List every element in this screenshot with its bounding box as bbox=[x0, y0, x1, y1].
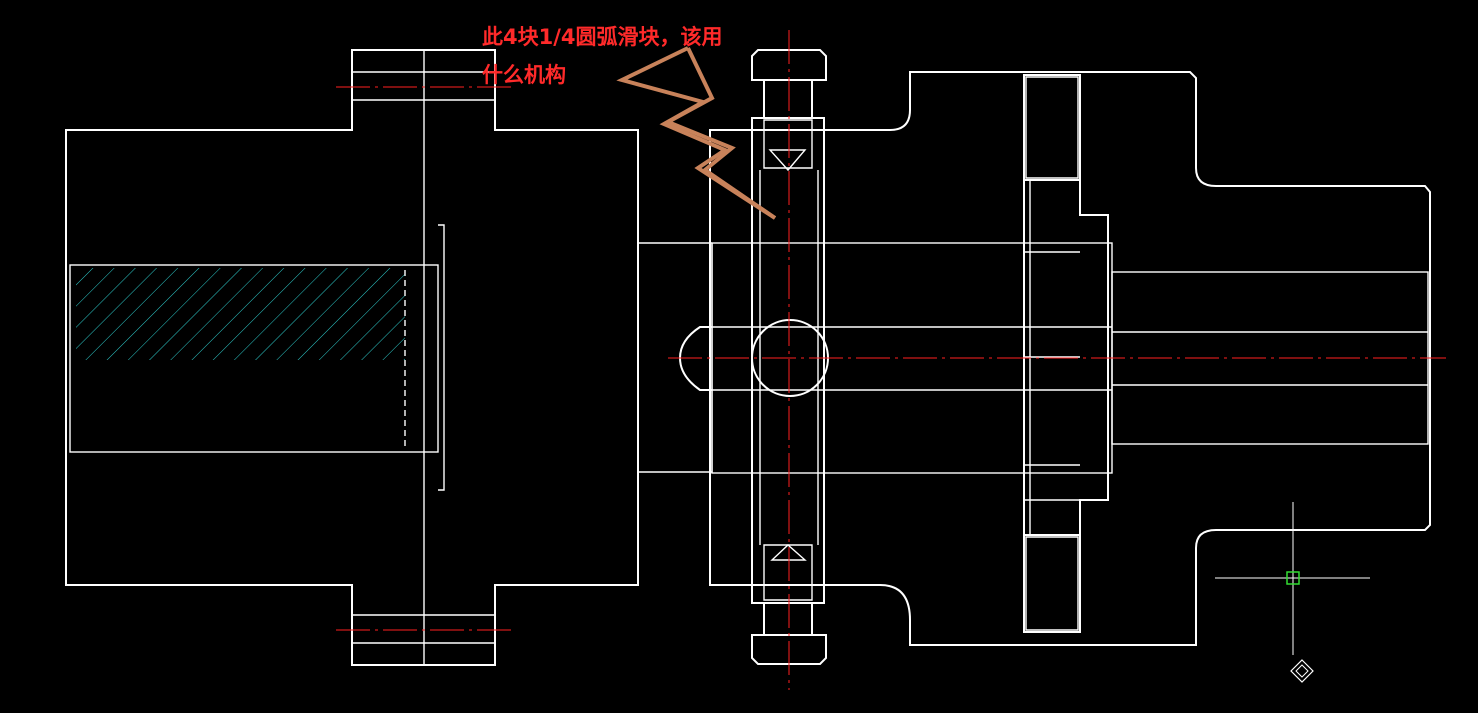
right-hub bbox=[709, 71, 1431, 646]
ucs-marker-icon bbox=[1290, 659, 1314, 683]
annotation-line-2: 什么机构 bbox=[482, 63, 566, 87]
center-lines bbox=[668, 30, 1446, 690]
left-hub bbox=[65, 49, 639, 666]
crosshair-cursor-icon bbox=[1215, 502, 1370, 655]
annotation-line-1: 此4块1/4圆弧滑块，该用 bbox=[482, 25, 723, 49]
shaft-gap bbox=[638, 242, 712, 473]
leader-arrow-icon bbox=[616, 46, 777, 220]
annotation-text: 此4块1/4圆弧滑块，该用 什么机构 bbox=[482, 18, 723, 94]
